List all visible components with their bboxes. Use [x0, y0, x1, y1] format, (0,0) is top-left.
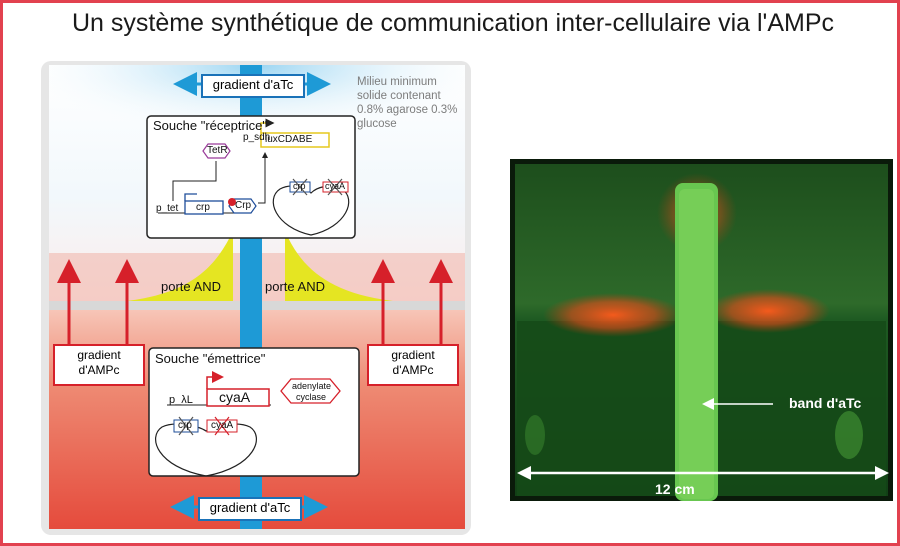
camp-molecule-icon [228, 198, 236, 206]
luxcdabe-label: luxCDABE [265, 134, 313, 145]
adenylate-line-2: cyclase [295, 392, 326, 402]
atc-gradient-bottom-label: gradient d'aTc [198, 497, 302, 521]
cyaa-knockout-icon [327, 178, 343, 196]
receiver-plasmid-crp-label: crp [293, 181, 306, 191]
p-lambdal-label: p_λL [169, 394, 193, 406]
adenylate-cyclase-icon [280, 378, 341, 404]
cyaa-knockout-icon [214, 416, 230, 436]
diagram-graphics [41, 61, 893, 535]
medium-line-3: 0.8% agarose 0.3% [357, 104, 458, 116]
medium-line-2: solide contenant [357, 90, 441, 102]
emitter-strain-box [148, 347, 360, 477]
camp-gradient-right-label: gradient d'AMPc [367, 344, 459, 386]
camp-left-line-1: gradient [77, 348, 121, 362]
and-gate-right-label: porte AND [265, 279, 325, 294]
tetr-label: TetR [207, 145, 228, 156]
tetr-protein-icon [202, 143, 231, 159]
camp-right-line-2: d'AMPc [392, 363, 434, 377]
crp-knockout-icon [292, 178, 308, 196]
page-title: Un système synthétique de communication … [71, 9, 835, 37]
receiver-strain-box [146, 115, 356, 239]
scale-label: 12 cm [655, 481, 695, 497]
and-gate-left-shape [103, 231, 233, 303]
camp-gradient-left-label: gradient d'AMPc [53, 344, 145, 386]
crp-protein-label: Crp [235, 200, 252, 211]
medium-line-1: Milieu minimum [357, 76, 437, 88]
adenylate-cyclase-label: adenylate cyclase [292, 381, 332, 403]
emitter-title: Souche "émettrice" [155, 351, 266, 366]
camp-left-line-2: d'AMPc [78, 363, 120, 377]
and-gate-left-label: porte AND [161, 279, 221, 294]
band-atc-label: band d'aTc [789, 395, 862, 411]
p-sdh-label: p_sdh [243, 132, 271, 143]
p-tet-label: p_tet [156, 203, 179, 214]
crp-knockout-icon [178, 416, 194, 436]
and-gate-right-shape [285, 231, 417, 303]
atc-gradient-top-label: gradient d'aTc [201, 74, 305, 98]
receiver-title: Souche "réceptrice" [153, 118, 268, 133]
emitter-plasmid-cyaa-label: cyaA [211, 420, 234, 431]
cyaa-gene-label: cyaA [219, 389, 251, 405]
emitter-plasmid-crp-label: crp [178, 420, 192, 431]
camp-right-line-1: gradient [391, 348, 435, 362]
receiver-plasmid-cyaa-label: cyaA [325, 181, 346, 191]
emitter-plasmid-icon [155, 423, 257, 477]
adenylate-line-1: adenylate [292, 381, 332, 391]
medium-description: Milieu minimum solide contenant 0.8% aga… [357, 75, 457, 131]
experiment-photo [510, 159, 893, 501]
crp-gene-label: crp [196, 202, 210, 213]
medium-line-4: glucose [357, 118, 397, 130]
